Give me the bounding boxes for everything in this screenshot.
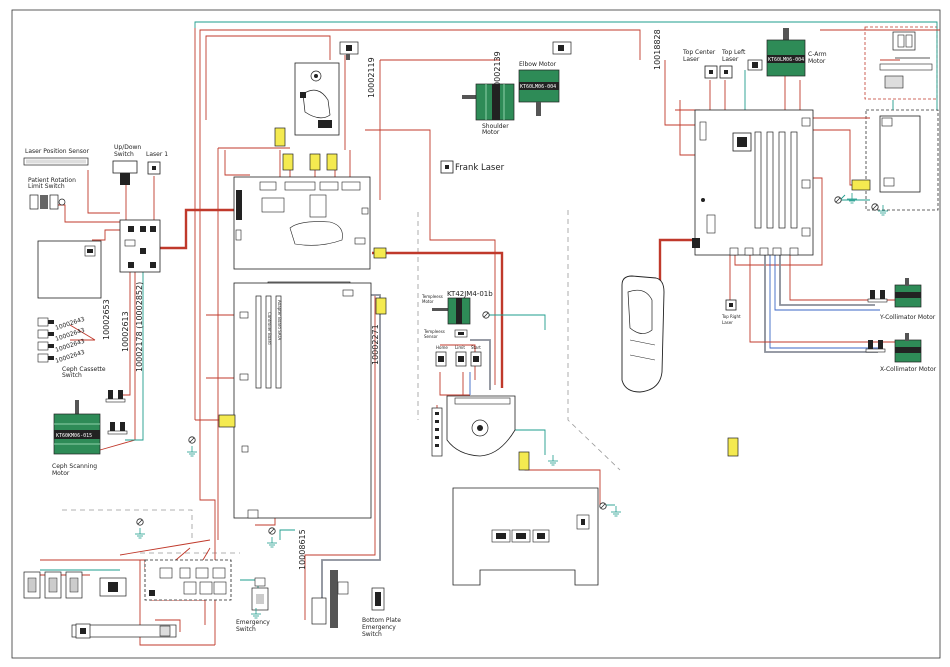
updown-switch-label-2: Switch [114,151,134,158]
elbow-motor-model: KT60LM06-004 [520,84,556,90]
top-right-laser-label-2: Laser [722,320,733,325]
transformer [99,577,127,597]
relay-board [119,219,161,273]
patient-rotation-label-2: Limit Switch [28,183,65,190]
shoulder-motor-label-2: Motor [482,129,500,136]
code-10018828: 10018828 [653,29,662,70]
limit-sensor: Limit [455,345,467,367]
ceph-cassette-label-2: Switch [62,372,82,379]
limit-sensor-label: Limit [455,345,465,350]
rotary-sensor-board [446,395,516,457]
top-left-laser: Top Left Laser [719,49,746,79]
x-collimator-label: X-Collimator Motor [880,366,937,373]
frank-laser-label: Frank Laser [455,163,505,173]
elbow-motor-label: Elbow Motor [519,61,557,68]
templess-sensor-label: Templeess [423,329,445,334]
code-10002653: 10002653 [102,299,111,340]
bottom-plate-label: Bottom Plate [362,617,401,624]
bottom-plate-label-2: Emergency [362,624,396,631]
home-sensor: Home [435,345,448,367]
patient-rotation-switch: Patient Rotation Limit Switch [28,177,76,210]
controller-board-upper [233,176,371,270]
ceph-scanning-label-2: Motor [52,470,70,477]
relay-panel [144,559,232,601]
shoulder-motor-label: Shoulder [482,123,509,130]
kt42-motor-model: KT42JM4-01b [447,290,493,298]
laser-position-sensor: Laser Position Sensor [23,148,90,166]
start-sensor-label: Start [471,345,481,350]
emergency-switch-label-2: Switch [236,626,256,633]
ceph-cassette-label: Ceph Cassette [62,366,106,373]
top-encoder [339,41,359,60]
x-collimator-motor: X-Collimator Motor [865,333,937,373]
code-10002613: 10002613 [121,311,130,352]
dashed-outline-middle [567,210,621,471]
frank-laser: Frank Laser [440,160,505,174]
carm-motor: KT60LM06-004 C-Arm Motor [766,28,827,77]
ceph-scanning-motor: KT60KM06-015 Ceph Scanning Motor [52,400,101,477]
elbow-encoder [552,41,572,55]
updown-switch-label: Up/Down [114,144,141,151]
y-collimator-label: Y-Collimator Motor [879,314,936,321]
fuse-icon [218,127,871,471]
templess-motor-label: Templeess [421,294,443,299]
carm-encoder [747,59,763,71]
ceph-scanning-label: Ceph Scanning [52,463,97,470]
dashed-region-right [865,109,939,211]
top-sensor-board [294,62,340,136]
templess-motor-label-2: Motor [422,299,434,304]
adapter-vertical-text: Adapter Board SATA [277,300,282,340]
bottom-plate-switch-assembly: Bottom Plate Emergency Switch [311,570,401,638]
top-left-laser-label-2: Laser [722,56,739,63]
sheet-border [11,9,941,659]
top-center-laser-label-2: Laser [683,56,700,63]
dashed-outline-left [62,509,193,540]
cable-assembly [71,623,177,639]
code-10002271: 10002271 [371,324,380,365]
y-collimator-motor: Y-Collimator Motor [867,278,936,321]
carm-motor-label: C-Arm [808,51,827,58]
home-sensor-label: Home [436,345,448,350]
laser1: Laser 1 [146,151,168,175]
carm-motor-model: KT60LM06-004 [768,57,804,63]
code-10002119: 10002119 [367,57,376,98]
templess-sensor-label-2: Sensor [424,334,438,339]
updown-switch: Up/Down Switch [112,144,141,185]
patient-rotation-label: Patient Rotation [28,177,76,184]
left-power-board [37,240,102,299]
emergency-switch-label: Emergency [236,619,270,626]
laser-position-sensor-label: Laser Position Sensor [25,148,90,155]
mains-inlet [23,571,83,599]
controller-vertical-text: Controller Board [267,312,272,345]
top-right-laser-label: Top Right [721,314,741,319]
carm-motor-label-2: Motor [808,58,826,65]
top-left-laser-label: Top Left [721,49,746,56]
ceph-cassette-switch: 10002643 10002643 10002643 10002643 Ceph… [37,316,106,379]
power-supply-board [452,487,599,586]
optical-sensor-2 [107,422,128,435]
top-center-laser-label: Top Center [682,49,716,56]
bottom-plate-label-3: Switch [362,631,382,638]
start-sensor: Start [470,345,482,367]
templess-motor: Templeess Motor KT42JM4-01b [421,290,493,325]
code-10008615: 10008615 [298,529,307,570]
elbow-motor: Elbow Motor KT60LM06-004 [518,61,560,116]
detector-box [879,115,921,193]
code-10002139: 10002139 [493,51,502,92]
main-motherboard [692,109,814,256]
ceph-motor-model: KT60KM06-015 [56,433,92,439]
controller-board-lower: Controller Board Adapter Board SATA [233,282,372,519]
code-10002178: 10002178 (10002852) [135,282,144,372]
shoulder-motor: Shoulder Motor [462,83,515,136]
top-center-laser: Top Center Laser [682,49,718,79]
rail-strip [431,407,443,457]
laser1-label: Laser 1 [146,151,168,158]
optical-sensor-1 [105,390,126,403]
top-right-laser: Top Right Laser [721,299,741,325]
templess-sensor: Templeess Sensor [423,329,468,339]
collimator-unit [879,31,933,89]
handle-housing [621,275,665,393]
emergency-switch: Emergency Switch [236,577,270,633]
